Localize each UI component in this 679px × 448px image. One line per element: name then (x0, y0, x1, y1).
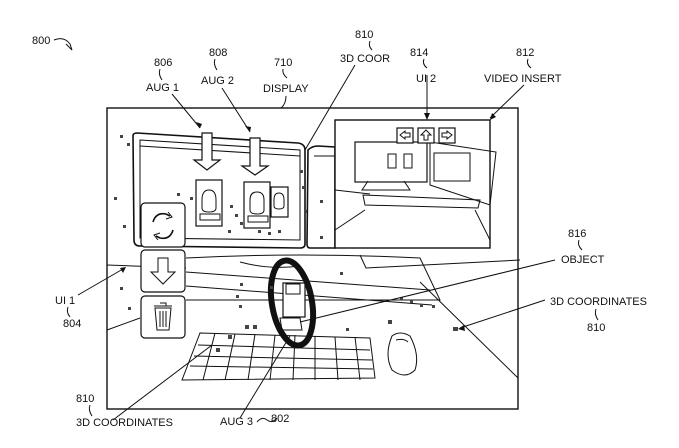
arrow-down-icon[interactable] (149, 257, 177, 285)
phone-device-1 (195, 179, 223, 227)
label-ui1: UI 1 804 (55, 295, 81, 330)
svg-text:OBJECT: OBJECT (561, 254, 605, 266)
aug1-arrow-icon (192, 132, 222, 171)
trash-icon[interactable] (154, 302, 172, 331)
coordinate-markers (114, 135, 458, 352)
leader-lines (77, 64, 556, 421)
svg-text:808: 808 (209, 47, 227, 59)
label-3d-coor-top: 810 3D COOR (340, 29, 390, 65)
svg-text:710: 710 (274, 57, 292, 69)
svg-text:VIDEO INSERT: VIDEO INSERT (484, 73, 562, 85)
svg-text:AUG 1: AUG 1 (146, 82, 179, 94)
aug2-arrow-icon (240, 137, 270, 176)
figure-ref: 800 (32, 35, 50, 47)
label-aug1: 806 AUG 1 (146, 57, 179, 94)
label-display: 710 DISPLAY (263, 57, 309, 95)
ui2-panel (396, 127, 456, 144)
phone-device-3 (270, 186, 289, 218)
svg-text:802: 802 (271, 413, 289, 425)
label-3d-coordinates-bottom: 810 3D COORDINATES (76, 393, 173, 429)
svg-text:806: 806 (154, 57, 172, 69)
arrow-up-icon[interactable] (419, 129, 433, 141)
svg-text:810: 810 (355, 29, 373, 41)
svg-text:812: 812 (516, 47, 534, 59)
svg-text:UI 1: UI 1 (55, 295, 75, 307)
label-aug2: 808 AUG 2 (201, 47, 234, 87)
video-insert (334, 119, 497, 249)
left-monitor (132, 132, 306, 249)
object-highlight-circle (267, 257, 317, 349)
svg-text:810: 810 (76, 393, 94, 405)
svg-text:3D COOR: 3D COOR (340, 53, 390, 65)
phone-device-2 (243, 181, 271, 229)
svg-text:810: 810 (587, 322, 605, 334)
label-aug3: AUG 3 802 (220, 413, 289, 428)
svg-text:814: 814 (410, 47, 428, 59)
arrow-right-icon[interactable] (441, 129, 453, 141)
svg-text:UI 2: UI 2 (416, 73, 436, 85)
label-3d-coordinates-right: 3D COORDINATES 810 (550, 296, 647, 334)
svg-text:3D COORDINATES: 3D COORDINATES (550, 296, 647, 308)
svg-text:3D COORDINATES: 3D COORDINATES (76, 417, 173, 429)
label-video-insert: 812 VIDEO INSERT (484, 47, 562, 85)
refresh-icon[interactable] (152, 211, 174, 241)
keyboard (181, 332, 376, 381)
mouse (387, 332, 418, 376)
label-object: 816 OBJECT (561, 228, 605, 266)
svg-text:AUG 3: AUG 3 (220, 416, 253, 428)
svg-text:816: 816 (568, 228, 586, 240)
svg-text:DISPLAY: DISPLAY (263, 83, 309, 95)
label-ui2: 814 UI 2 (410, 47, 436, 85)
svg-text:AUG 2: AUG 2 (201, 75, 234, 87)
arrow-left-icon[interactable] (399, 129, 411, 141)
svg-text:804: 804 (63, 318, 81, 330)
